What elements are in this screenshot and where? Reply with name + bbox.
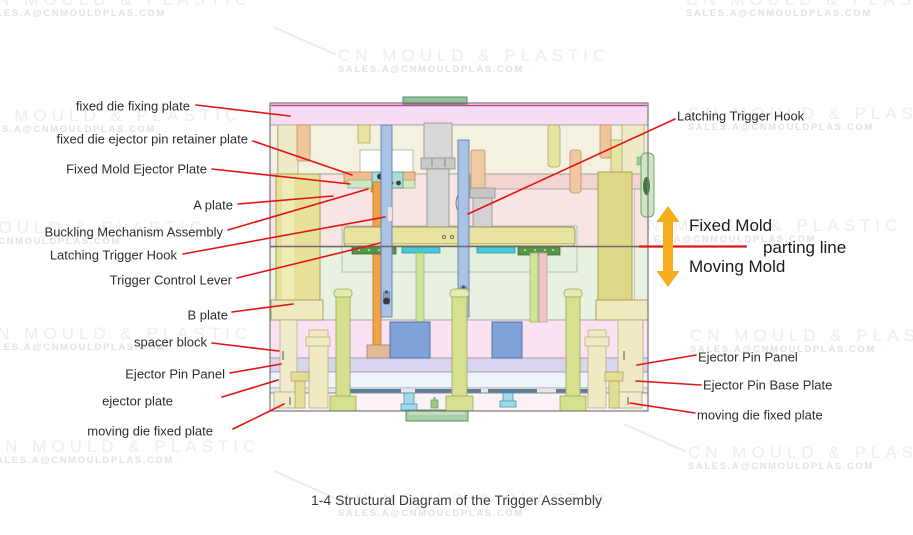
figure-caption: 1-4 Structural Diagram of the Trigger As…	[310, 492, 602, 508]
label-buckling-mechanism-assembly: Buckling Mechanism Assembly	[44, 224, 223, 240]
label-latching-trigger-hook-right: Latching Trigger Hook	[677, 108, 805, 124]
label-b-plate: B plate	[187, 307, 228, 323]
base-boss	[405, 409, 469, 422]
label-spacer-block: spacer block	[134, 334, 207, 350]
fixed-die-fixing-plate	[269, 102, 649, 126]
label-moving-mold: Moving Mold	[689, 257, 786, 276]
plate-gap-segments	[345, 389, 600, 393]
label-fixed-mold: Fixed Mold	[689, 216, 773, 235]
label-moving-die-fixed-plate-right: moving die fixed plate	[697, 407, 823, 423]
mold-outline	[269, 102, 649, 412]
locating-ring-boss	[402, 96, 468, 105]
bottom-pillars-bolts	[273, 319, 644, 411]
label-parting-line: parting line	[763, 238, 847, 257]
label-moving-die-fixed-plate-left: moving die fixed plate	[87, 423, 213, 439]
label-trigger-control-lever: Trigger Control Lever	[109, 272, 232, 288]
parting-direction-arrow	[656, 206, 680, 287]
label-ejector-pin-panel-left: Ejector Pin Panel	[125, 366, 225, 382]
leader-lines	[182, 104, 702, 430]
label-fixed-die-fixing-plate: fixed die fixing plate	[75, 98, 190, 114]
label-fixed-mold-ejector-plate: Fixed Mold Ejector Plate	[66, 161, 207, 177]
label-ejector-pin-base-plate: Ejector Pin Base Plate	[703, 377, 833, 393]
label-ejector-pin-panel-right: Ejector Pin Panel	[698, 349, 798, 365]
label-ejector-plate: ejector plate	[102, 393, 173, 409]
label-latching-trigger-hook-left: Latching Trigger Hook	[49, 247, 177, 263]
support-blocks	[389, 321, 523, 359]
label-a-plate: A plate	[193, 197, 233, 213]
return-pin-pillars	[329, 288, 587, 412]
reference-ticks	[282, 351, 629, 405]
label-fixed-die-ejector-pin-retainer: fixed die ejector pin retainer plate	[56, 131, 248, 147]
